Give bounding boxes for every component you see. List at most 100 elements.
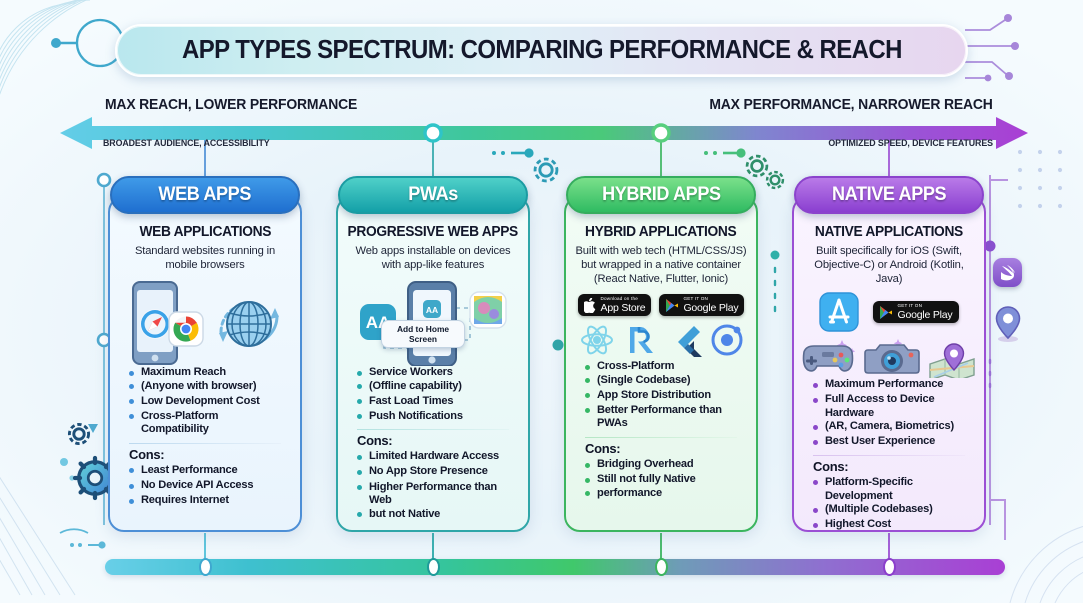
dashed-connectors [383, 307, 471, 349]
card-hybrid-apps-pros: Cross-Platform (Single Codebase) App Sto… [585, 360, 743, 431]
list-item: Full Access to Device Hardware [813, 393, 971, 420]
card-pwas[interactable]: PWAs PROGRESSIVE WEB APPS Web apps insta… [336, 176, 530, 532]
list-item: (Multiple Codebases) [813, 503, 971, 517]
spectrum-right-sublabel: OPTIMIZED SPEED, DEVICE FEATURES [828, 138, 993, 149]
page-title: APP TYPES SPECTRUM: COMPARING PERFORMANC… [115, 24, 968, 77]
list-item: Higher Performance than Web [357, 481, 515, 508]
card-native-apps-pros: Maximum Performance Full Access to Devic… [813, 378, 971, 449]
gamepad-icon [802, 345, 854, 372]
card-native-apps[interactable]: NATIVE APPS NATIVE APPLICATIONS Built sp… [792, 176, 986, 532]
list-item: Cross-Platform [585, 360, 743, 374]
card-pwas-cons: Limited Hardware Access No App Store Pre… [357, 450, 515, 521]
list-item: Best User Experience [813, 435, 971, 449]
bottom-node-hybrid[interactable] [655, 558, 668, 576]
bottom-node-pwa[interactable] [427, 558, 440, 576]
card-pwas-icons: AA AA [347, 278, 519, 366]
spectrum-node-hybrid [651, 123, 671, 143]
list-item: (Single Codebase) [585, 374, 743, 388]
app-store-badge-big: App Store [600, 301, 646, 314]
list-item: Better Performance than PWAs [585, 404, 743, 431]
list-item: Maximum Reach [129, 366, 287, 380]
google-play-icon [666, 298, 679, 312]
card-pwas-description: Web apps installable on devices with app… [355, 245, 511, 271]
chrome-icon [168, 311, 204, 347]
card-native-apps-cons-title: Cons: [813, 458, 849, 474]
gear-icon [533, 157, 559, 183]
card-hybrid-apps-framework-icons [575, 322, 747, 358]
list-item: Requires Internet [129, 494, 287, 508]
card-web-apps-icons [119, 280, 291, 366]
list-item: Service Workers [357, 366, 515, 380]
card-native-apps-store-row: GET IT ON Google Play [819, 292, 959, 332]
card-pwas-cons-title: Cons: [357, 433, 393, 449]
react-icon [581, 325, 613, 355]
google-play-badge-big: Google Play [897, 308, 953, 321]
google-play-badge-big: Google Play [683, 301, 739, 314]
bottom-node-web[interactable] [199, 558, 212, 576]
card-hybrid-apps[interactable]: HYBRID APPS HYBRID APPLICATIONS Built wi… [564, 176, 758, 532]
list-item: Push Notifications [357, 410, 515, 424]
list-item: Bridging Overhead [585, 458, 743, 472]
spectrum-left-sublabel: BROADEST AUDIENCE, ACCESSIBILITY [103, 138, 270, 149]
list-item: (Offline capability) [357, 380, 515, 394]
list-item: Platform-Specific Development [813, 476, 971, 503]
camera-icon [864, 344, 920, 374]
card-web-apps-cons: Least Performance No Device API Access R… [129, 464, 287, 508]
google-play-badge[interactable]: GET IT ON Google Play [873, 300, 959, 324]
add-to-home-screen-text: Add to Home Screen [396, 324, 450, 344]
decor-connector-3 [59, 528, 106, 549]
card-pwas-pros: Service Workers (Offline capability) Fas… [357, 366, 515, 423]
connector-stems-bottom [204, 533, 890, 560]
list-item: App Store Distribution [585, 389, 743, 403]
swift-icon [993, 258, 1022, 287]
card-native-apps-description: Built specifically for iOS (Swift, Objec… [814, 245, 964, 285]
gear-icon [67, 422, 91, 446]
divider [357, 429, 509, 431]
card-web-apps-cons-title: Cons: [129, 446, 165, 462]
card-hybrid-apps-store-badges: Download on the App Store GET IT ON Goog… [577, 294, 745, 317]
card-web-apps-bullets: Maximum Reach (Anyone with browser) Low … [119, 366, 291, 509]
card-hybrid-apps-heading: HYBRID APPLICATIONS [585, 224, 737, 240]
spectrum-right-label: MAX PERFORMANCE, NARROWER REACH [709, 96, 994, 113]
bottom-spectrum-bar [105, 559, 1005, 575]
location-pin-icon [992, 305, 1024, 348]
page-title-text: APP TYPES SPECTRUM: COMPARING PERFORMANC… [181, 36, 903, 64]
card-pwas-pill-label: PWAs [408, 184, 458, 205]
list-item: Cross-Platform Compatibility [129, 410, 287, 437]
safari-icon [140, 309, 170, 339]
add-to-home-screen-tooltip: Add to Home Screen [381, 320, 465, 348]
card-hybrid-apps-cons-title: Cons: [585, 441, 621, 457]
card-hybrid-apps-pill: HYBRID APPS [566, 176, 756, 214]
card-native-apps-pill-label: NATIVE APPS [831, 184, 947, 205]
app-store-badge[interactable]: Download on the App Store [577, 294, 652, 317]
list-item: performance [585, 487, 743, 501]
right-rail-node [984, 240, 996, 252]
list-item: Highest Cost [813, 518, 971, 532]
google-play-badge[interactable]: GET IT ON Google Play [659, 294, 745, 317]
card-hybrid-apps-pill-label: HYBRID APPS [601, 184, 721, 205]
card-web-apps-heading: WEB APPLICATIONS [139, 224, 271, 240]
card-hybrid-apps-bullets: Cross-Platform (Single Codebase) App Sto… [575, 360, 747, 502]
hybrid-left-node [552, 339, 564, 351]
card-native-apps-feature-icons [802, 336, 975, 378]
app-store-badge-small: Download on the [600, 296, 639, 301]
card-web-apps[interactable]: WEB APPS WEB APPLICATIONS Standard websi… [108, 176, 302, 532]
map-pin-icon [929, 343, 975, 378]
card-native-apps-heading: NATIVE APPLICATIONS [814, 224, 964, 240]
gear-icon [765, 170, 785, 190]
left-arrow-marker [88, 424, 98, 433]
google-play-icon [880, 305, 893, 319]
card-pwas-bullets: Service Workers (Offline capability) Fas… [347, 366, 519, 523]
card-web-apps-description: Standard websites running in mobile brow… [134, 245, 276, 271]
app-store-icon [819, 292, 860, 332]
color-app-icon [469, 291, 507, 329]
list-item: Maximum Performance [813, 378, 971, 392]
spectrum-node-pwa [423, 123, 443, 143]
spectrum-left-label: MAX REACH, LOWER PERFORMANCE [105, 96, 358, 113]
ionic-icon [711, 324, 743, 356]
left-rail-node-top [96, 172, 112, 188]
svg-text:AA: AA [426, 305, 438, 315]
card-pwas-heading: PROGRESSIVE WEB APPS [347, 224, 519, 240]
bottom-node-native[interactable] [883, 558, 896, 576]
